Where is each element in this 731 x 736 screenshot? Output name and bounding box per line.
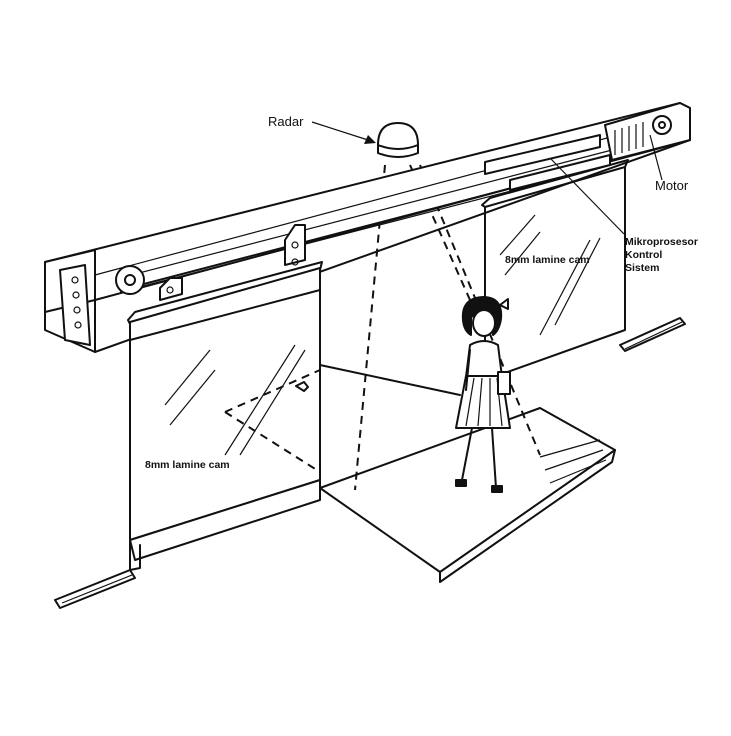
end-cap-left xyxy=(44,249,96,346)
motor-callout: Motor xyxy=(649,134,689,193)
controller-label-line2: Kontrol xyxy=(625,249,662,261)
controller-label-line3: Sistem xyxy=(625,262,659,274)
hanger-left-1 xyxy=(159,277,183,301)
header-beam xyxy=(44,102,691,353)
left-door-panel: 8mm lamine cam xyxy=(127,261,323,571)
floor-rail-right xyxy=(619,317,686,352)
radar-sensor xyxy=(377,122,419,158)
floor-rail-left xyxy=(54,569,136,609)
motor-label: Motor xyxy=(655,178,689,193)
hanger-left-2 xyxy=(284,224,306,266)
sensor-zone-dashed xyxy=(224,369,321,473)
floor-mat xyxy=(319,407,616,583)
controller-callout: Mikroprosesor Kontrol Sistem xyxy=(549,157,698,274)
motor-unit xyxy=(604,102,691,161)
right-glass-label: 8mm lamine cam xyxy=(505,254,590,266)
radar-callout: Radar xyxy=(268,114,376,144)
left-glass-label: 8mm lamine cam xyxy=(145,459,230,471)
person-figure xyxy=(455,296,511,493)
controller-label-line1: Mikroprosesor xyxy=(625,236,698,248)
pulley-wheel xyxy=(115,265,145,295)
radar-label: Radar xyxy=(268,114,304,129)
